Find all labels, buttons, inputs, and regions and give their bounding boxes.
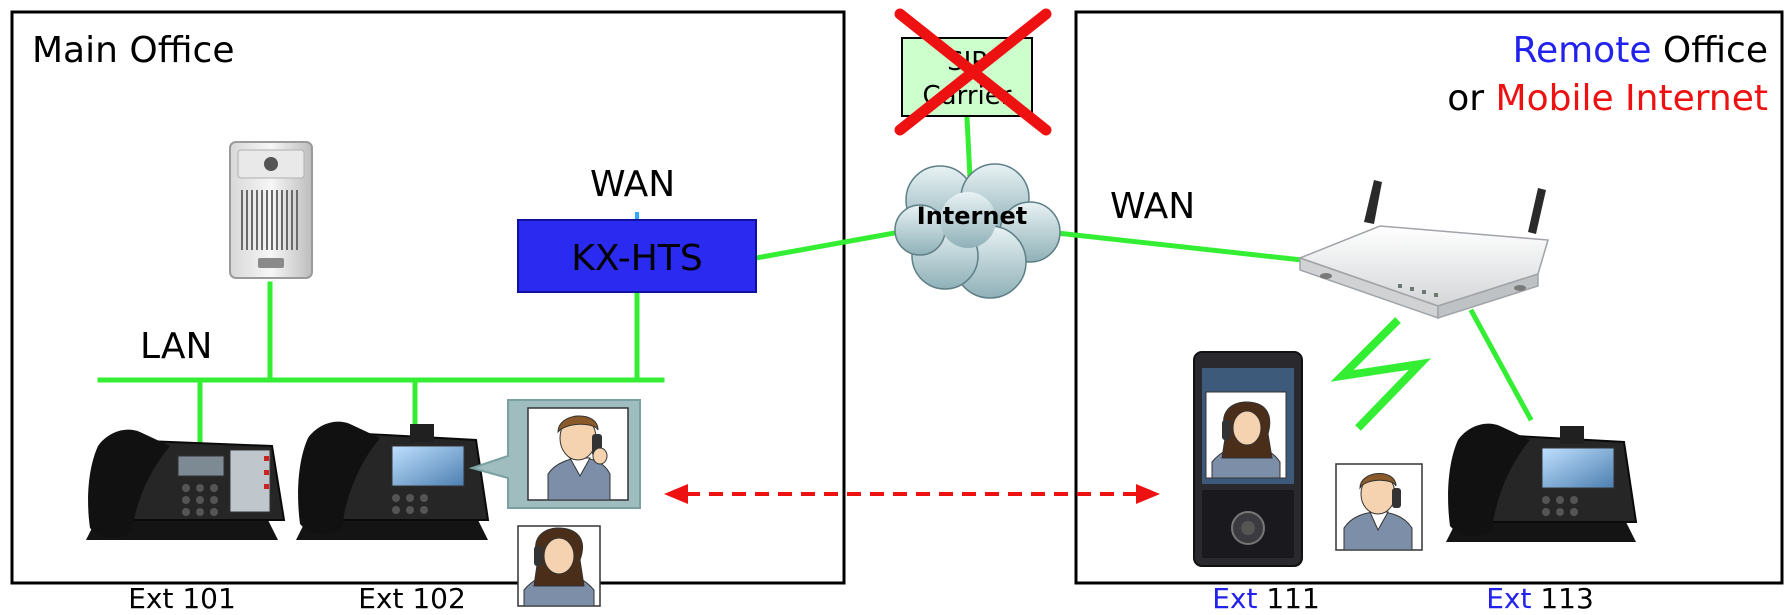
ext-111-label: Ext 111 [1212,582,1320,615]
call-arrow [664,484,1160,504]
link-internet-router [1045,229,1323,265]
lan-label: LAN [140,326,212,367]
remote-office-frame [1074,10,1784,585]
man-on-phone-avatar-remote [1335,463,1423,551]
ext-111-number: 111 [1257,582,1319,615]
main-office-frame [10,10,846,585]
desk-phone-icon-ext113 [1446,423,1638,542]
mobile-internet-title: or Mobile Internet [1447,78,1768,119]
ext-102-label: Ext 102 [358,582,466,615]
woman-on-phone-avatar-main [517,525,601,607]
mobile-internet-word: Mobile Internet [1496,78,1768,119]
remote-office-title: Remote Office [1513,30,1768,71]
ext-113-prefix: Ext [1486,582,1531,615]
sip-carrier: SIP Carrier [894,8,1052,136]
pbx-box [517,219,757,293]
smartphone-icon-ext111 [1193,351,1303,567]
internet-label: Internet [917,202,1027,230]
ext-111-prefix: Ext [1212,582,1257,615]
link-pbx-internet [753,229,903,261]
router-icon [1297,180,1549,320]
or-word: or [1447,78,1495,119]
office-word: Office [1651,30,1768,71]
cross-icon [894,8,1052,136]
remote-word: Remote [1513,30,1652,71]
link-sip-internet [964,115,973,181]
link-router-ext113 [1468,308,1534,422]
desk-phone-icon-ext102 [296,421,490,540]
wireless-signal-icon [1330,317,1432,431]
main-office-title: Main Office [32,30,234,71]
video-callout [468,399,641,509]
ext-113-number: 113 [1531,582,1593,615]
desk-phone-icon-ext101 [86,429,286,540]
wan-label-main: WAN [590,164,675,205]
ext-113-label: Ext 113 [1486,582,1594,615]
internet-cloud-icon [894,163,1061,299]
pbx-label: KX-HTS [571,238,702,279]
network-links [97,115,1534,449]
woman-on-phone-avatar-mobile [1211,401,1281,479]
wan-label-remote: WAN [1110,186,1195,227]
man-on-phone-avatar [547,415,611,501]
ext-101-label: Ext 101 [128,582,236,615]
door-intercom-icon [229,141,313,279]
